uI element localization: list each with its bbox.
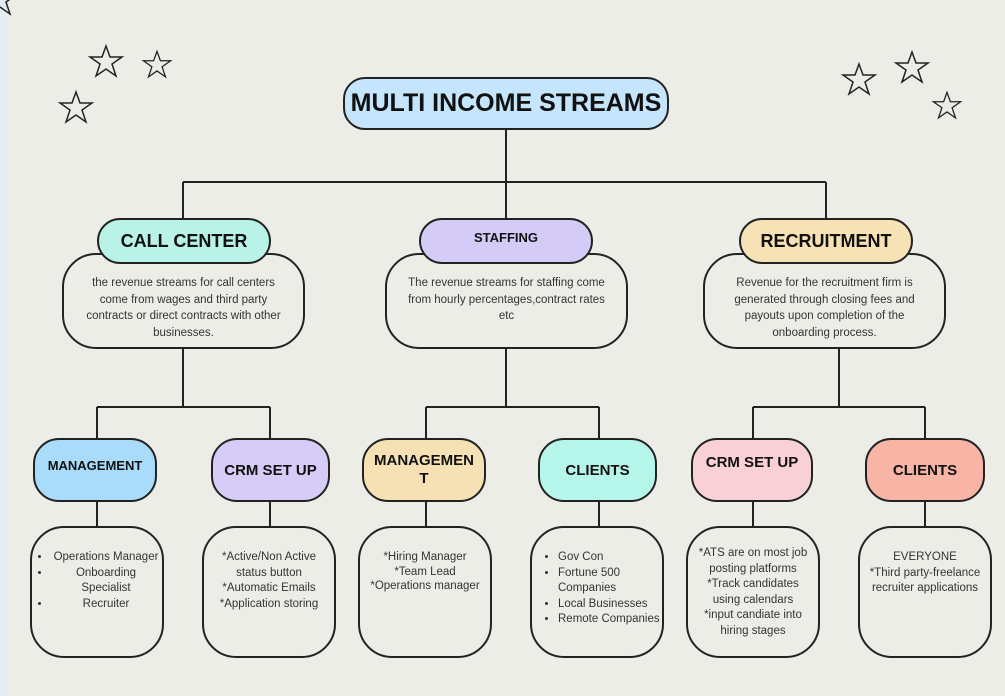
recruitment-description: Revenue for the recruitment firm is gene… [703, 253, 946, 349]
staffing-description: The revenue streams for staffing come fr… [385, 253, 628, 349]
node-label: MANAGEMEN T [374, 452, 474, 487]
list-item: Recruiter [51, 597, 161, 613]
management-node: MANAGEMENT [33, 438, 157, 502]
call-center-description: the revenue streams for call centers com… [62, 253, 305, 349]
star-icon [0, 0, 12, 16]
detail-line: *Active/Non Active status button [222, 551, 316, 579]
recruitment-clients-node: CLIENTS [865, 438, 985, 502]
recruitment-crm-node: CRM SET UP [691, 438, 813, 502]
list-item: Local Businesses [558, 597, 662, 613]
staffing-management-details: *Hiring Manager *Team Lead *Operations man… [358, 526, 492, 658]
node-label: CRM SET UP [705, 454, 799, 471]
detail-line: *Hiring Manager [383, 551, 467, 563]
management-details: Operations ManagerOnboarding SpecialistR… [30, 526, 164, 658]
staffing-clients-node: CLIENTS [538, 438, 657, 502]
list-item: Onboarding Specialist [51, 566, 161, 597]
node-label: CALL CENTER [120, 230, 248, 251]
list-item: Gov Con [558, 550, 662, 566]
call-center-node: CALL CENTER [97, 218, 271, 264]
recruitment-node: RECRUITMENT [739, 218, 913, 264]
detail-line: *Application storing [219, 597, 319, 610]
detail-line: EVERYONE [893, 551, 957, 563]
detail-line: *Automatic Emails [222, 582, 316, 594]
detail-line: *Operations manager [370, 580, 480, 592]
list-item: Remote Companies [558, 612, 662, 628]
description-text: the revenue streams for call centers com… [86, 277, 281, 339]
node-label: RECRUITMENT [760, 230, 892, 251]
title-text: MULTI INCOME STREAMS [350, 89, 662, 117]
recruitment-clients-details: EVERYONE *Third party-freelance recruiter… [858, 526, 992, 658]
detail-line: *input candiate into hiring stages [704, 609, 802, 637]
detail-line: *ATS are on most job posting platforms [698, 547, 808, 575]
recruitment-crm-details: *ATS are on most job posting platforms *T… [686, 526, 820, 658]
detail-line: *Third party-freelance recruiter applica… [869, 566, 981, 595]
staffing-node: STAFFING [419, 218, 593, 264]
crm-setup-node: CRM SET UP [211, 438, 330, 502]
node-label: STAFFING [473, 230, 539, 245]
node-label: CLIENTS [565, 461, 630, 479]
description-text: Revenue for the recruitment firm is gene… [734, 277, 915, 339]
staffing-management-node: MANAGEMEN T [362, 438, 486, 502]
crm-setup-details: *Active/Non Active status button *Automat… [202, 526, 336, 658]
list-item: Operations Manager [51, 550, 161, 566]
node-label: CLIENTS [892, 461, 958, 479]
left-edge [0, 0, 6, 696]
staffing-clients-details: Gov ConFortune 500 CompaniesLocal Busine… [530, 526, 664, 658]
detail-line: *Track candidates using calendars [707, 578, 799, 606]
description-text: The revenue streams for staffing come fr… [408, 277, 605, 322]
node-label: CRM SET UP [224, 461, 317, 479]
title-node: MULTI INCOME STREAMS [343, 77, 669, 130]
detail-line: *Team Lead [394, 565, 456, 578]
node-label: MANAGEMENT [47, 458, 143, 473]
list-item: Fortune 500 Companies [558, 566, 662, 597]
